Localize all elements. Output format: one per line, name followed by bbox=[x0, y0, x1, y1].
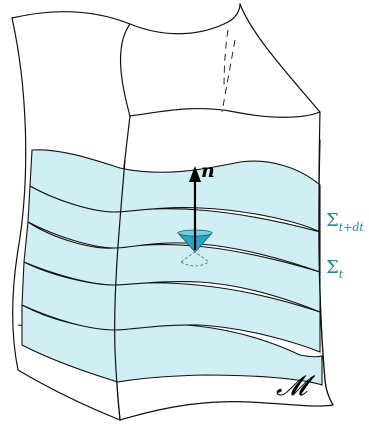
manifold-top-rim bbox=[12, 4, 240, 34]
manifold-bottom-edge bbox=[120, 402, 333, 420]
slices bbox=[22, 150, 322, 385]
slice-label-t-dt: Σt+dt bbox=[326, 210, 364, 234]
slice-label-t: Σt bbox=[326, 257, 344, 281]
normal-vector-label: n bbox=[201, 160, 215, 182]
manifold-top-surface bbox=[121, 4, 320, 117]
